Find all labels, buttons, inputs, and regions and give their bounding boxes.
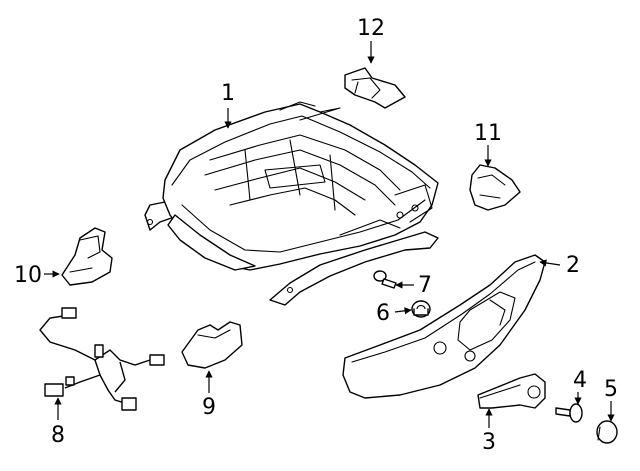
callout-6: 6 (376, 301, 390, 326)
part-seat-frame (144, 101, 439, 306)
leader-2 (539, 259, 561, 267)
part-wire-harness-8 (39, 307, 165, 411)
callout-5: 5 (604, 377, 618, 402)
callout-2: 2 (566, 253, 580, 278)
part-side-shield-2 (342, 254, 546, 399)
part-trim-cover-9 (181, 321, 243, 369)
leader-6 (394, 307, 412, 315)
callout-3: 3 (482, 430, 496, 455)
part-screw-7 (373, 270, 397, 289)
part-cover-10 (61, 227, 113, 286)
callout-4: 4 (573, 368, 587, 393)
callout-1: 1 (221, 81, 235, 106)
callout-8: 8 (51, 423, 65, 448)
part-handle-3 (477, 373, 546, 409)
part-cap-5 (596, 420, 618, 444)
part-pin-4 (555, 403, 583, 423)
callout-7: 7 (418, 273, 432, 298)
part-bolt-6 (411, 300, 431, 318)
callout-10: 10 (14, 263, 42, 288)
callout-12: 12 (357, 16, 385, 41)
callout-11: 11 (474, 121, 502, 146)
callout-9: 9 (202, 395, 216, 420)
part-bracket-11 (469, 164, 521, 211)
part-bracket-12 (344, 67, 406, 109)
